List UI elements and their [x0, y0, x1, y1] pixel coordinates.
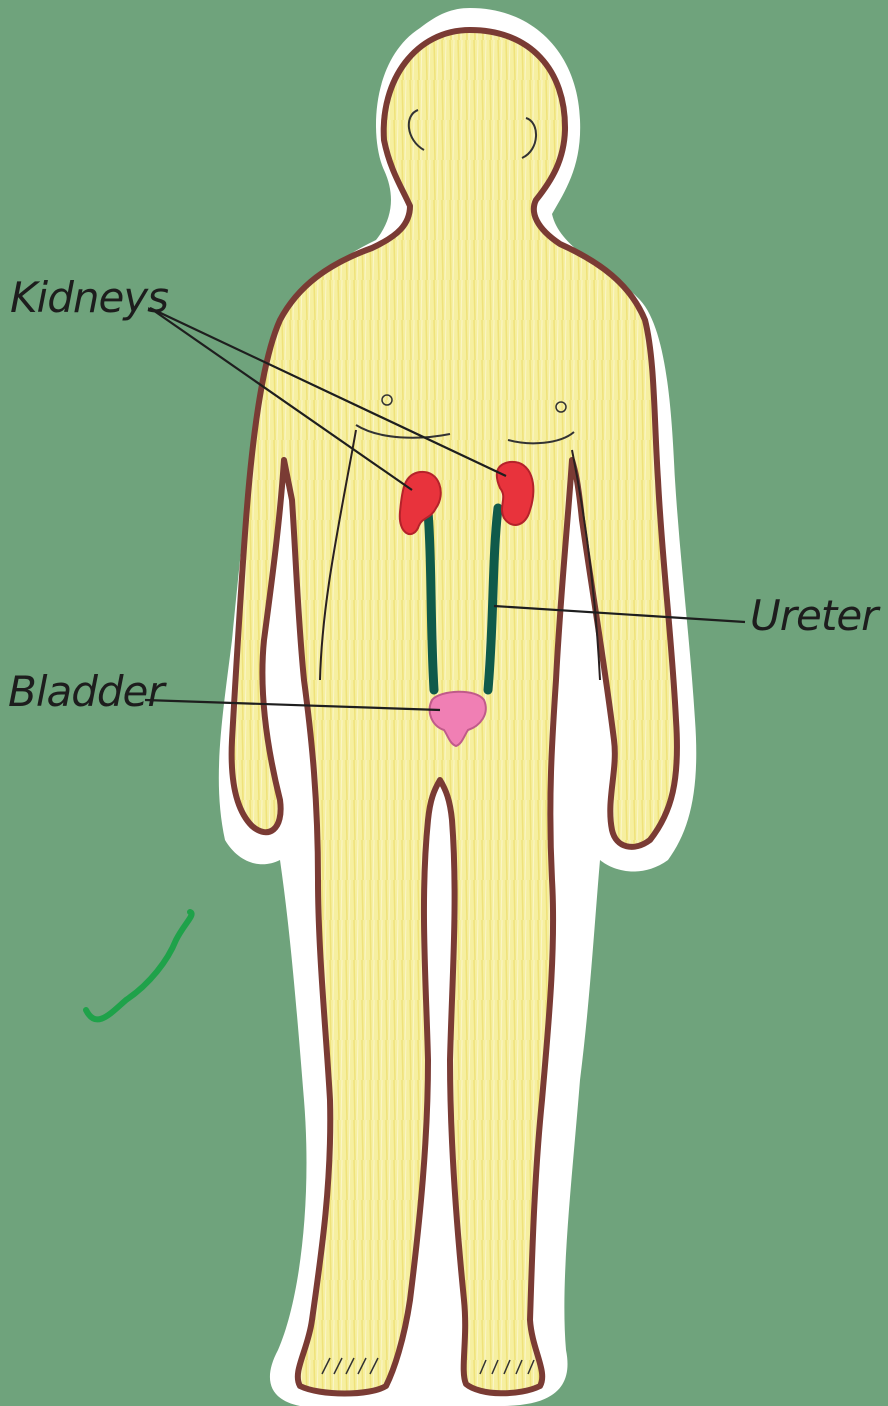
kidney-right: [497, 462, 534, 525]
kidneys-label: Kidneys: [10, 273, 168, 322]
ureter-left: [428, 512, 434, 690]
ureter-label: Ureter: [750, 591, 881, 640]
bladder-label: Bladder: [8, 667, 167, 716]
green-scribble: [86, 912, 192, 1019]
